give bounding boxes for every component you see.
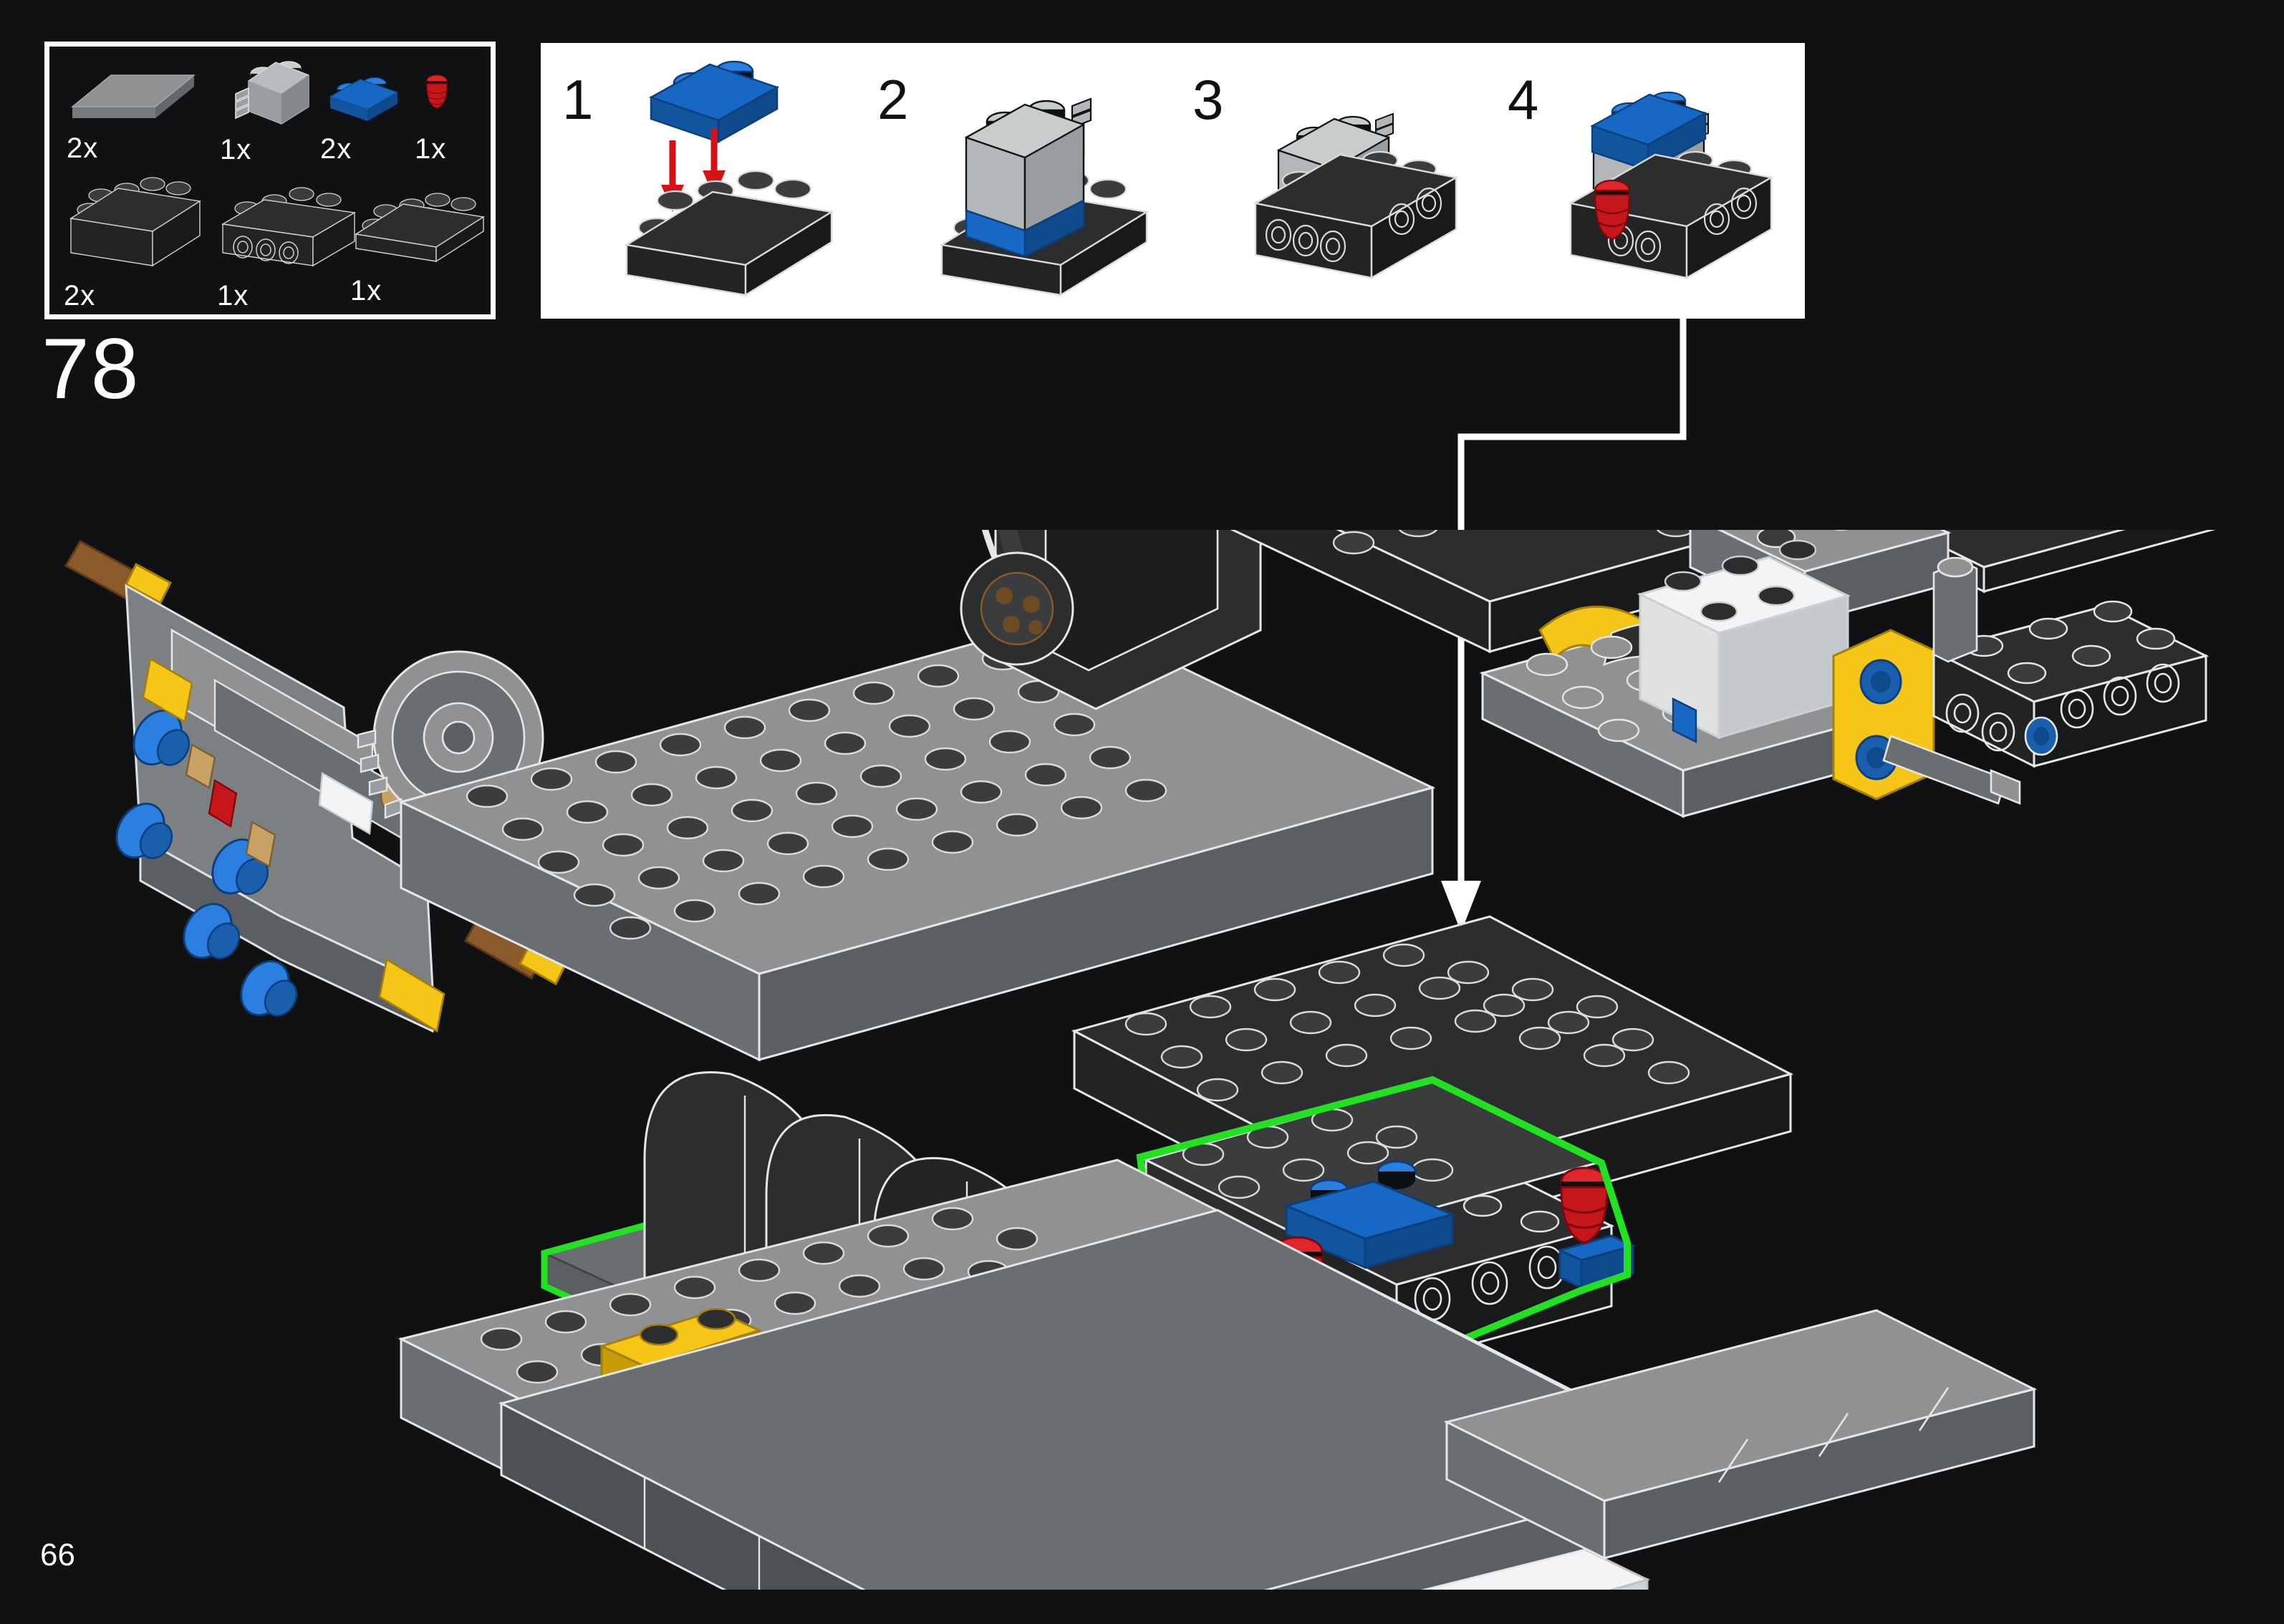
substep-1-art: [624, 60, 834, 297]
part-qty-1: 1x: [220, 134, 252, 165]
yellow-technic-beam: [1832, 629, 2021, 805]
plate-2x4-icon: [355, 193, 485, 263]
model-left-deck: [397, 614, 1436, 1062]
parts-inventory-box: 2x 1x: [44, 42, 496, 319]
yellow-accent: [378, 957, 445, 1033]
part-qty-5: 1x: [217, 280, 249, 311]
plate-1x2-blue-icon: [329, 77, 399, 121]
instrument-dial: [960, 551, 1074, 666]
part-qty-2: 2x: [320, 133, 352, 165]
technic-pin-blue: [1855, 659, 1902, 780]
step-number: 78: [42, 321, 140, 417]
callout-connector: [1441, 315, 1687, 931]
substep-3-art: [1253, 112, 1459, 280]
part-qty-4: 2x: [64, 280, 96, 311]
part-slot-4: 2x: [64, 174, 207, 310]
tile-2x4-icon: [71, 74, 196, 118]
substep-1-number: 1: [562, 68, 594, 131]
blue-plate-placed: [1556, 1234, 1637, 1290]
part-qty-3: 1x: [415, 133, 447, 165]
red-detail: [208, 779, 238, 828]
substep-3-number: 3: [1192, 68, 1224, 131]
model-nose-section: [64, 539, 567, 1033]
brick-2x4-icon: [69, 177, 201, 267]
technic-pin-blue: [115, 710, 298, 1017]
blue-plate-placed: [1283, 1160, 1456, 1270]
white-detail: [318, 772, 374, 835]
yellow-accent: [142, 657, 193, 724]
part-slot-5: 1x: [217, 181, 360, 310]
substep-4-number: 4: [1508, 68, 1539, 131]
model-gear-hub: [357, 650, 544, 825]
substep-4: 4: [1500, 43, 1816, 319]
technic-pin-blue: [2024, 716, 2058, 756]
substep-2-art: [939, 97, 1150, 297]
substep-1: 1: [555, 43, 870, 319]
main-model-illustration: [0, 530, 2284, 1590]
part-slot-3: 1x: [415, 68, 459, 163]
substep-panel: 1: [541, 43, 1805, 319]
part-slot-6: 1x: [350, 187, 486, 305]
model-cockpit-canopy: [960, 530, 1262, 710]
part-qty-6: 1x: [350, 275, 382, 306]
part-slot-0: 2x: [67, 62, 199, 163]
substep-3: 3: [1185, 43, 1500, 319]
tan-detail: [245, 821, 276, 868]
technic-pin-red-icon: [426, 74, 448, 109]
part-slot-2: 2x: [320, 74, 406, 163]
brick-1x2-with-clip-icon: [235, 61, 309, 125]
model-right-skirt: [1443, 1309, 2038, 1560]
tan-detail: [185, 743, 216, 789]
technic-pin-red-placed: [1560, 1166, 1609, 1244]
page-number: 66: [40, 1537, 75, 1572]
technic-brick-1x4-icon: [221, 187, 357, 267]
part-qty-0: 2x: [67, 132, 99, 164]
model-right-rear-section: [1637, 530, 2210, 805]
substep-2-number: 2: [877, 68, 909, 131]
substep-4-art: [1568, 91, 1774, 280]
part-slot-1: 1x: [220, 57, 313, 164]
technic-pin-red-icon: [1594, 179, 1631, 241]
substep-2: 2: [870, 43, 1185, 319]
